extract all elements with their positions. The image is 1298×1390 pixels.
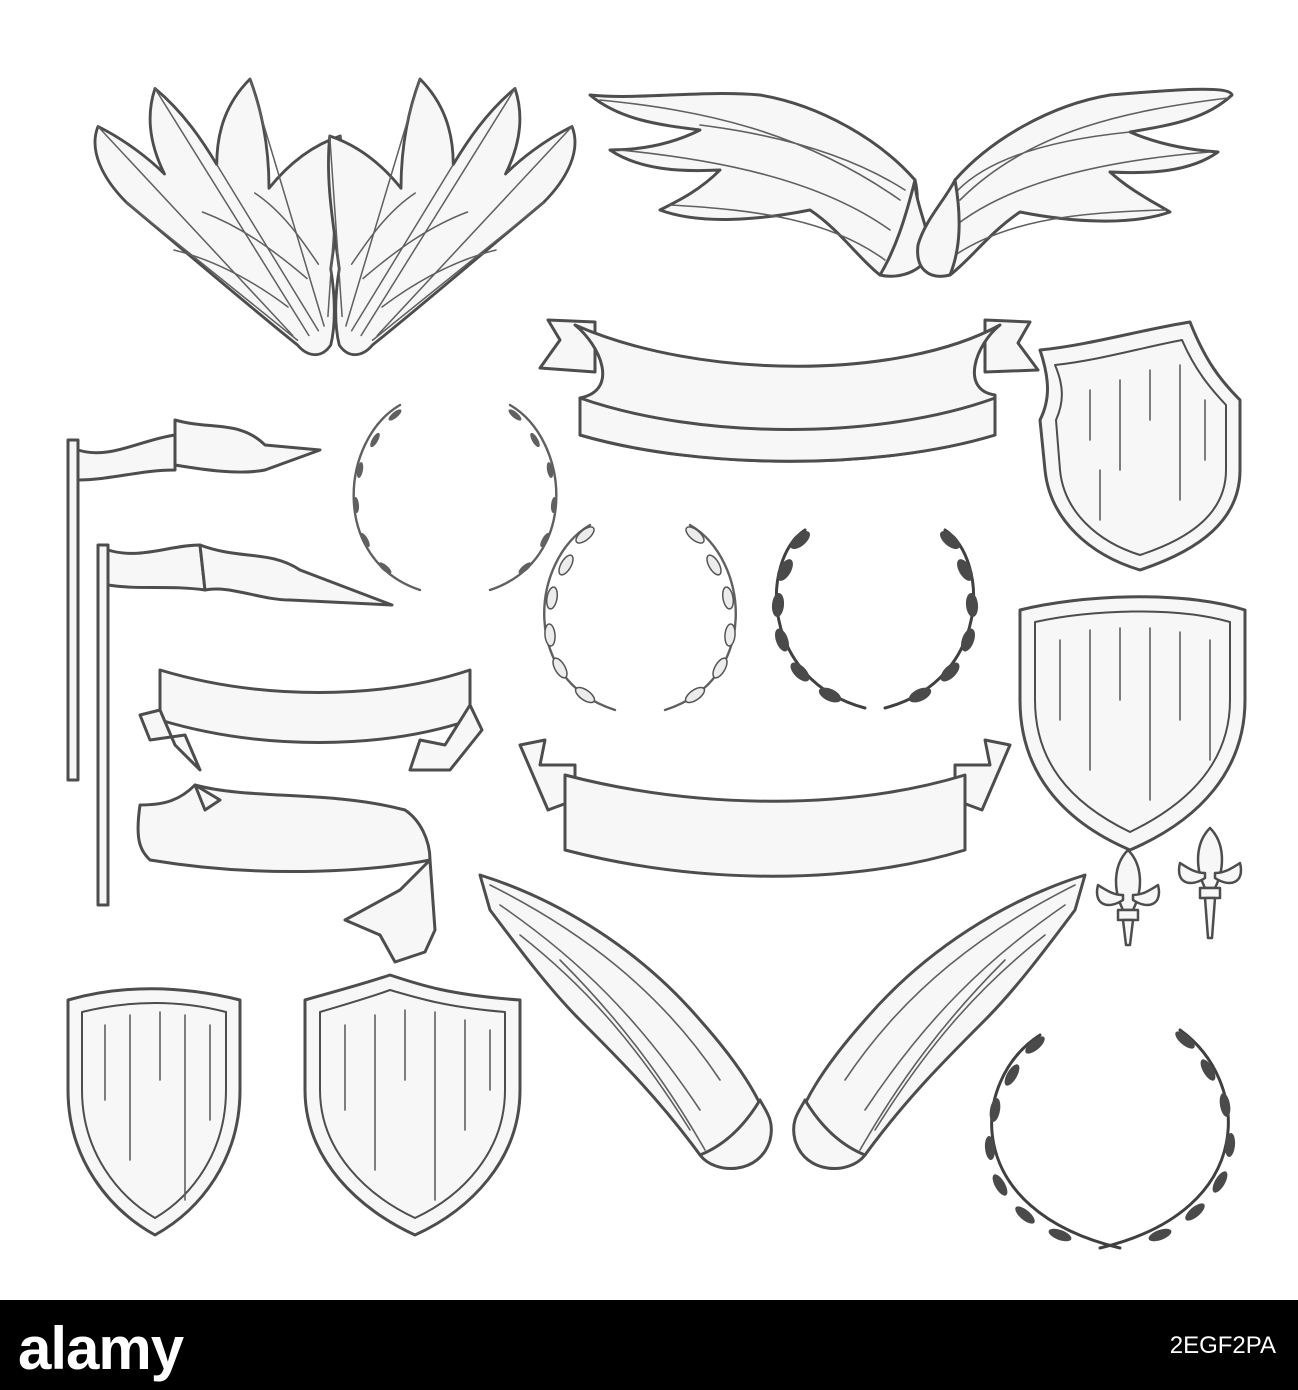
shield-top-right xyxy=(1038,320,1242,572)
ribbon-banner-top xyxy=(538,318,1040,463)
shield-bottom-left-2 xyxy=(303,973,522,1237)
image-id-label: 2EGF2PA xyxy=(1169,1332,1276,1359)
ribbon-banner-lower-left xyxy=(136,783,437,964)
wing-top-left-right xyxy=(327,77,577,357)
pennant-flags xyxy=(66,418,394,907)
laurel-wreath-light-middle xyxy=(543,523,737,712)
shield-middle-right xyxy=(1018,595,1247,852)
ribbon-banner-center-lower xyxy=(518,738,1012,878)
alamy-logo: alamy xyxy=(18,1315,184,1382)
wing-top-right-right xyxy=(916,87,1234,278)
wing-top-right-left xyxy=(588,92,932,278)
shield-bottom-left-1 xyxy=(66,987,242,1237)
watermark-footer-bar: alamy 2EGF2PA xyxy=(0,1300,1298,1390)
wing-bottom-right xyxy=(792,873,1087,1170)
fleur-de-lis-pair xyxy=(1095,826,1243,947)
wing-top-left-left xyxy=(93,77,343,357)
ribbon-banner-middle-left xyxy=(138,668,484,772)
laurel-wreath-thin-top xyxy=(352,403,558,592)
laurel-wreath-dark-middle xyxy=(771,528,979,710)
heraldry-illustration xyxy=(66,77,1247,1250)
wings-top-left-pair xyxy=(93,77,577,357)
wings-bottom-pair xyxy=(478,873,1087,1170)
wings-top-right-pair xyxy=(588,87,1234,278)
wing-bottom-left xyxy=(478,873,773,1170)
laurel-wreath-bottom-right xyxy=(984,1028,1236,1250)
